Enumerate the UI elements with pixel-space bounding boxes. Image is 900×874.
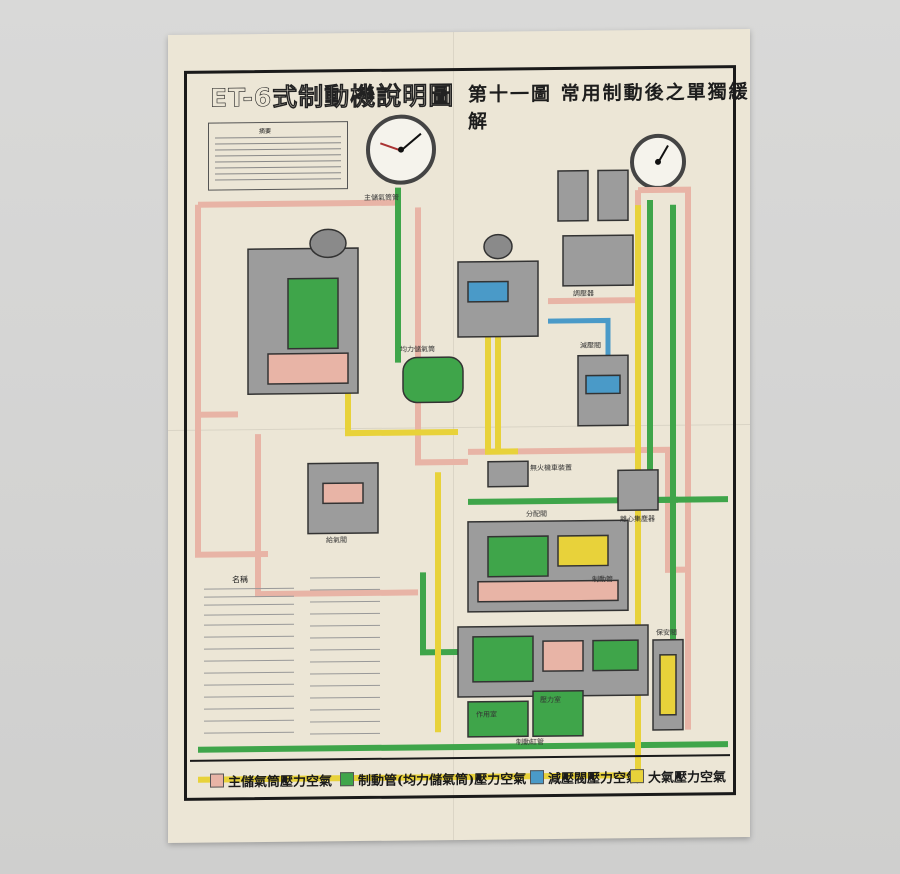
dead-engine-fixture	[487, 460, 529, 488]
label-dirt-collector: 離心集塵器	[620, 514, 655, 524]
key-label-main-reservoir: 主儲氣筒壓力空氣	[228, 773, 333, 790]
brake-system-diagram	[195, 169, 728, 783]
poster-sheet: ET-6式制動機說明圖 第十一圖 常用制動後之單獨緩解 摘要	[168, 28, 750, 844]
parts-heading: 名稱	[232, 575, 248, 585]
independent-brake-valve	[457, 233, 539, 338]
reducing-valve	[577, 354, 629, 427]
equalizing-reservoir-icon	[402, 356, 464, 404]
label-safety-valve: 保安閥	[656, 628, 677, 637]
key-swatch-atmosphere	[630, 769, 644, 784]
label-reducing-valve: 減壓閥	[580, 341, 601, 350]
key-label-reducing: 減壓閥壓力空氣	[548, 770, 640, 787]
label-brake-pipe: 制動管	[592, 575, 613, 584]
brake-valve-body	[247, 228, 359, 395]
main-reservoir-pipes	[195, 186, 691, 730]
key-item-brake-pipe: 制動管(均力儲氣筒)壓力空氣	[340, 768, 527, 789]
label-pump-governor: 調壓器	[573, 289, 594, 298]
label-application-chamber: 作用室	[476, 710, 497, 719]
color-key: 主儲氣筒壓力空氣 制動管(均力儲氣筒)壓力空氣 減壓閥壓力空氣 大氣壓力空氣	[190, 754, 730, 798]
label-pressure-chamber: 壓力室	[540, 695, 561, 705]
label-dead-engine-fixture: 無火機車裝置	[530, 463, 572, 473]
feed-valve	[307, 462, 379, 535]
dirt-collector	[617, 469, 659, 512]
key-swatch-reducing	[530, 770, 544, 785]
label-feed-valve: 給氣閥	[326, 536, 347, 545]
key-label-atmosphere: 大氣壓力空氣	[648, 769, 727, 786]
label-equalizing-reservoir: 均力儲氣筒	[400, 345, 435, 354]
parts-list-column-2	[310, 566, 430, 745]
key-item-main-reservoir: 主儲氣筒壓力空氣	[210, 770, 333, 790]
label-distributing-valve: 分配閥	[526, 510, 547, 519]
key-item-reducing: 減壓閥壓力空氣	[530, 767, 640, 787]
label-main-reservoir-pipe: 主儲氣筒管	[364, 193, 399, 202]
distributing-valve	[457, 519, 649, 738]
key-item-atmosphere: 大氣壓力空氣	[630, 766, 727, 786]
pump-governor	[557, 169, 634, 287]
key-label-brake-pipe: 制動管(均力儲氣筒)壓力空氣	[358, 771, 527, 789]
label-brake-cylinder-pipe: 制動缸管	[516, 738, 544, 747]
key-swatch-brake-pipe	[340, 772, 354, 787]
key-swatch-main-reservoir	[210, 773, 224, 788]
safety-valve	[652, 638, 684, 731]
